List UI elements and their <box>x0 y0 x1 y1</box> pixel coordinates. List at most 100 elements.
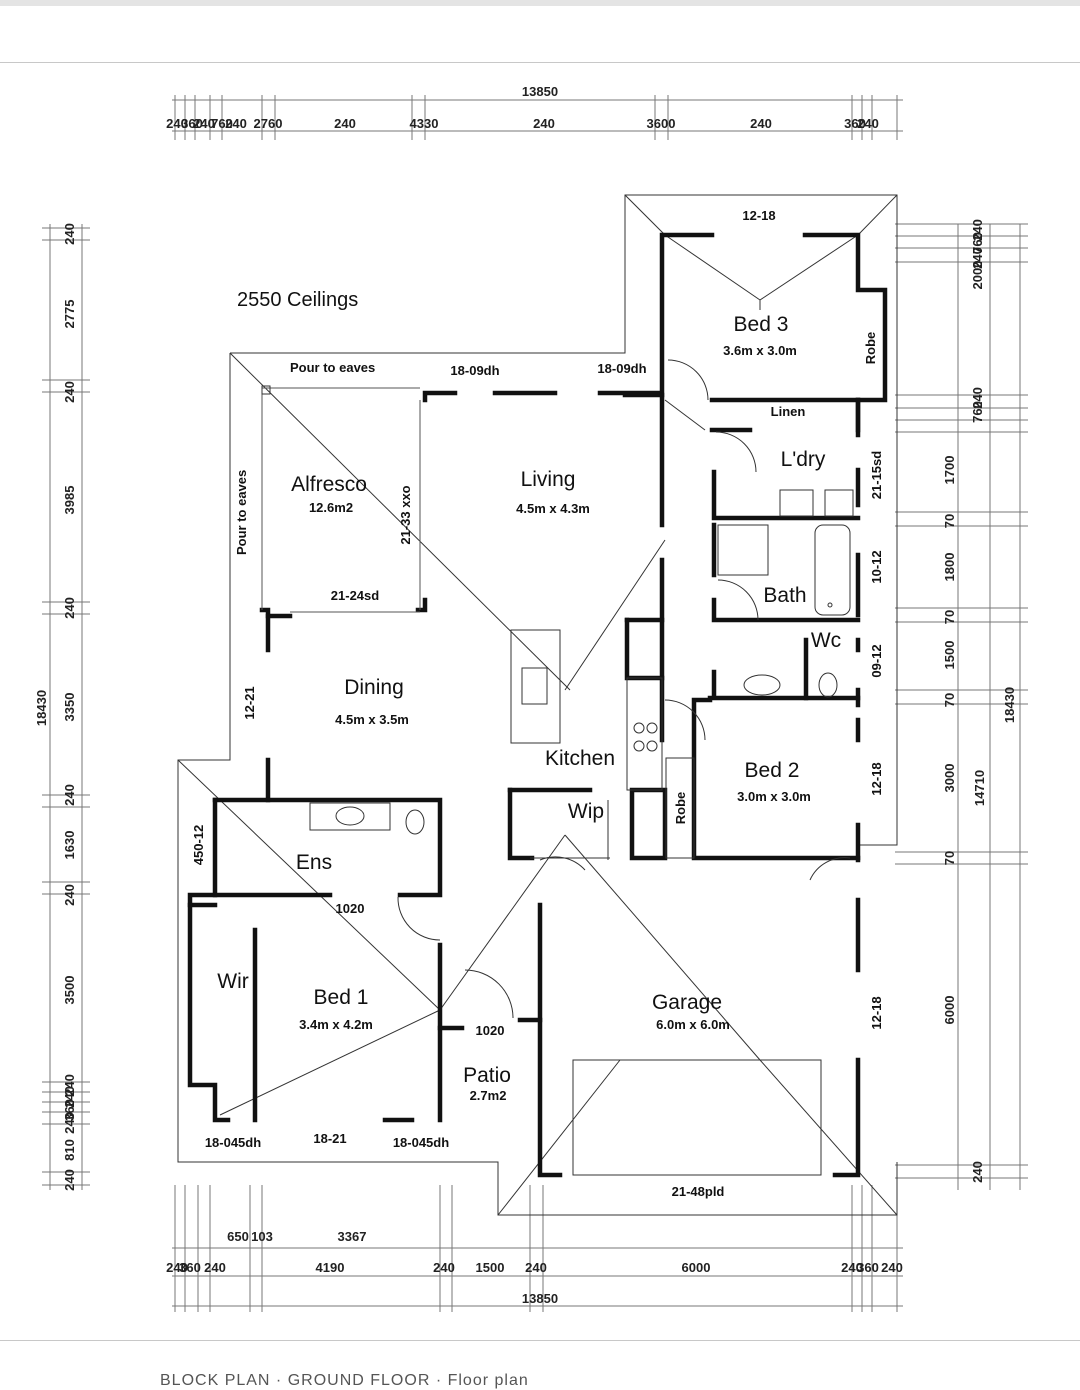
room-name-kitchen: Kitchen <box>545 747 615 770</box>
room-name-wir: Wir <box>217 970 248 993</box>
dim-right-8: 1800 <box>942 553 957 582</box>
room-name-alfresco: Alfresco <box>291 473 367 496</box>
dim-right-1: 760 <box>970 232 985 254</box>
room-name-living: Living <box>521 468 576 491</box>
dim-top-total: 13850 <box>522 84 558 99</box>
opening-bed2-side: 12-18 <box>869 762 884 795</box>
dim-top-2: 240 <box>193 116 215 131</box>
dim-right-9: 70 <box>942 610 957 624</box>
dim-bottom-0: 240 <box>166 1260 188 1275</box>
dim-left-10: 240 <box>62 1074 77 1096</box>
dim-right-6: 1700 <box>942 456 957 485</box>
dim-left-12: 360 <box>62 1099 77 1121</box>
page-footer: BLOCK PLAN · GROUND FLOOR · Floor plan <box>160 1372 529 1389</box>
dim-right-10: 1500 <box>942 641 957 670</box>
dim-right-12: 3000 <box>942 764 957 793</box>
opening-laundry-side: 21-15sd <box>869 451 884 499</box>
dim-bottom-6: 240 <box>525 1260 547 1275</box>
page-rule-top <box>0 62 1080 63</box>
dim-right-7: 70 <box>942 514 957 528</box>
dim-bottom-3: 4190 <box>316 1260 345 1275</box>
opening-bed1-mid: 18-21 <box>313 1131 346 1146</box>
walls <box>187 232 888 1178</box>
dim-right-13: 70 <box>942 851 957 865</box>
notes: 2550 Ceilings Pour to eaves Pour to eave… <box>234 289 375 555</box>
room-size-patio: 2.7m2 <box>470 1088 507 1103</box>
dimension-lines <box>42 95 1028 1312</box>
dim-left-1: 2775 <box>62 300 77 329</box>
dim-left-9: 3500 <box>62 976 77 1005</box>
dim-right-inner-total: 14710 <box>972 770 987 806</box>
opening-alfresco-bottom: 21-24sd <box>331 588 379 603</box>
dim-right-total: 18430 <box>1002 687 1017 723</box>
dim-left-5: 3350 <box>62 693 77 722</box>
dim-right-14: 6000 <box>942 996 957 1025</box>
page-rule-bottom <box>0 1340 1080 1341</box>
room-name-bed2: Bed 2 <box>745 759 800 782</box>
opening-labels: 12-18 18-09dh 18-09dh 21-33 xxo 21-24sd … <box>191 208 884 1199</box>
dim-bottom-inner-2: 3367 <box>338 1229 367 1244</box>
room-name-dining: Dining <box>344 676 404 699</box>
room-size-bed1: 3.4m x 4.2m <box>299 1017 373 1032</box>
room-name-patio: Patio <box>463 1064 511 1087</box>
ceilings-note: 2550 Ceilings <box>237 289 358 311</box>
opening-alfresco-side: 21-33 xxo <box>398 485 413 544</box>
room-size-garage: 6.0m x 6.0m <box>656 1017 730 1032</box>
pour-to-eaves-side: Pour to eaves <box>234 470 249 555</box>
dim-top-6: 240 <box>334 116 356 131</box>
opening-garage-side: 12-18 <box>869 996 884 1029</box>
opening-ens-door: 1020 <box>336 901 365 916</box>
dim-top-10: 240 <box>750 116 772 131</box>
dim-bottom-1: 360 <box>179 1260 201 1275</box>
dim-top-9: 3600 <box>647 116 676 131</box>
dim-bottom-5: 1500 <box>476 1260 505 1275</box>
dim-bottom-4: 240 <box>433 1260 455 1275</box>
room-name-garage: Garage <box>652 991 722 1014</box>
dim-top-0: 240 <box>166 116 188 131</box>
fixtures <box>261 359 854 1019</box>
dim-left-15: 240 <box>62 1169 77 1191</box>
dim-left-7: 1630 <box>62 831 77 860</box>
room-labels: Bed 3 3.6m x 3.0m Robe Linen L'dry Bath … <box>217 313 878 1103</box>
room-name-bed1: Bed 1 <box>314 986 369 1009</box>
dim-right-0: 240 <box>970 219 985 241</box>
dim-top-12: 240 <box>857 116 879 131</box>
opening-living-top-right: 18-09dh <box>597 361 646 376</box>
dim-right-15: 240 <box>970 1161 985 1183</box>
dim-bottom-9: 360 <box>857 1260 879 1275</box>
room-size-alfresco: 12.6m2 <box>309 500 353 515</box>
opening-patio-door: 1020 <box>476 1023 505 1038</box>
dim-left-3: 3985 <box>62 486 77 515</box>
dim-left-14: 810 <box>62 1139 77 1161</box>
room-name-wip: Wip <box>568 800 604 823</box>
room-size-bed2: 3.0m x 3.0m <box>737 789 811 804</box>
dim-bottom-10: 240 <box>881 1260 903 1275</box>
room-name-bed3: Bed 3 <box>734 313 789 336</box>
dim-top-11: 360 <box>844 116 866 131</box>
dim-top-4: 240 <box>225 116 247 131</box>
dim-left-2: 240 <box>62 381 77 403</box>
dim-right-2: 240 <box>970 247 985 269</box>
dim-bottom-inner-0: 650 <box>227 1229 249 1244</box>
opening-bed1-left: 18-045dh <box>205 1135 261 1150</box>
dimension-labels: 13850 13850 18430 18430 14710 2403602407… <box>34 84 1017 1306</box>
room-name-robe3: Robe <box>863 332 878 365</box>
opening-dining-left: 12-21 <box>242 686 257 719</box>
dim-top-7: 4330 <box>410 116 439 131</box>
opening-bath-side: 10-12 <box>869 550 884 583</box>
dim-top-3: 760 <box>211 116 233 131</box>
dim-bottom-2: 240 <box>204 1260 226 1275</box>
room-name-laundry: L'dry <box>781 448 826 471</box>
top-band <box>0 0 1080 6</box>
opening-bed1-right: 18-045dh <box>393 1135 449 1150</box>
room-name-ens: Ens <box>296 851 332 874</box>
dim-left-11: 240 <box>62 1086 77 1108</box>
dim-right-5: 760 <box>970 401 985 423</box>
dim-top-1: 360 <box>181 116 203 131</box>
room-name-linen: Linen <box>771 404 806 419</box>
room-size-living: 4.5m x 4.3m <box>516 501 590 516</box>
pour-to-eaves-top: Pour to eaves <box>290 360 375 375</box>
dim-bottom-total: 13850 <box>522 1291 558 1306</box>
dim-top-8: 240 <box>533 116 555 131</box>
